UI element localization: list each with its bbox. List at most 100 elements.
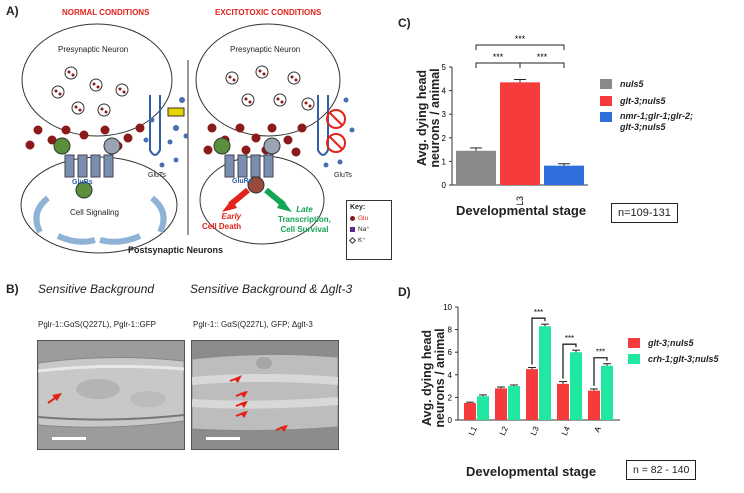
glurs-receptors-right	[213, 137, 281, 194]
cell-signaling-label: Cell Signaling	[70, 208, 119, 217]
postsynaptic-neuron-right	[199, 155, 325, 245]
chart-c-legend: nuIs5 glt-3;nuIs5 nmr-1;glr-1;glr-2; glt…	[600, 76, 693, 133]
key-title: Key:	[350, 204, 366, 211]
key-box: Key: Glu Na⁺ K⁺	[346, 200, 392, 260]
legend-swatch-blue	[600, 112, 612, 122]
chart-c-sig-bracket	[519, 62, 565, 68]
chart-c-sig-label: ***	[537, 52, 548, 62]
chart-d-sig-bracket	[562, 343, 577, 379]
chart-d-n-label: n = 82 - 140	[626, 460, 697, 480]
chart-c-sig-bracket	[475, 44, 565, 50]
postsynaptic-label: Postsynaptic Neurons	[128, 245, 224, 255]
chart-d-ytick-label: 6	[448, 348, 453, 357]
chart-c-sig-bracket	[475, 62, 521, 68]
chart-d-xtick-label: L3	[529, 425, 541, 437]
chart-c-ytick-label: 2	[442, 134, 447, 143]
chart-d-xtick-label: L1	[467, 425, 479, 437]
chart-d-bar	[557, 383, 569, 420]
legend-label-nuis5: nuIs5	[620, 78, 644, 89]
chart-d-xlabel: Developmental stage	[466, 464, 597, 479]
presynaptic-left-label: Presynaptic Neuron	[58, 45, 129, 54]
left-genotype-label: Pglr-1::GαS(Q227L), Pglr-1::GFP	[38, 320, 156, 329]
normal-conditions-title: NORMAL CONDITIONS	[62, 8, 150, 17]
gluts-right-label: GluTs	[334, 172, 352, 179]
glu-dot-icon	[350, 216, 355, 221]
chart-c-xtick-label: L3	[515, 196, 525, 205]
glurs-receptors-left	[53, 137, 121, 199]
sensitive-background-title: Sensitive Background	[38, 282, 155, 296]
red-arrow-icon	[52, 393, 62, 401]
legend-label-glt3: glt-3;nuIs5	[620, 96, 666, 106]
gluts-left-label: GluTs	[148, 172, 166, 179]
chart-d-bar	[477, 396, 489, 420]
chart-d-ytick-label: 2	[448, 393, 453, 402]
micrograph-right	[191, 340, 339, 450]
chart-d-ytick-label: 8	[448, 326, 453, 335]
legend-item-nmr1: nmr-1;glr-1;glr-2; glt-3;nuIs5	[600, 111, 693, 133]
chart-c-ytick-label: 1	[442, 157, 447, 166]
chart-d-xtick-label: L2	[498, 425, 510, 437]
legend-swatch-red-d	[628, 338, 640, 348]
red-arrows	[229, 375, 288, 432]
late-label: Late	[296, 205, 313, 214]
glutamate-cleft-left	[25, 123, 145, 151]
chart-c-n-label: n=109-131	[611, 203, 678, 223]
chart-d-sig-bracket	[593, 357, 608, 386]
chart-d-ytick-label: 10	[443, 303, 452, 312]
vesicle-contents-left	[54, 70, 126, 114]
chart-d-legend: glt-3;nuIs5 crh-1;glt-3;nuIs5	[628, 335, 719, 367]
vesicle-contents-right	[228, 69, 312, 108]
k-diamond-icon	[348, 236, 357, 244]
scale-bar	[52, 437, 86, 440]
chart-c-xlabel: Developmental stage	[456, 203, 587, 218]
gluts-right	[317, 95, 355, 168]
chart-c-bar	[500, 82, 540, 185]
key-item-na: Na⁺	[350, 225, 388, 233]
legend-label-crh1: crh-1;glt-3;nuIs5	[648, 354, 719, 364]
early-label: Early	[221, 212, 242, 221]
chart-d-bar	[570, 352, 582, 420]
legend-item-glt3-d: glt-3;nuIs5	[628, 335, 719, 351]
chart-c-bar	[456, 150, 496, 185]
sensitive-background-dglt3-title: Sensitive Background & Δglt-3	[190, 282, 353, 296]
panel-c-letter: C)	[398, 16, 411, 30]
chart-d-xtick-label: A	[592, 424, 603, 433]
legend-swatch-gray	[600, 78, 612, 89]
glurs-left-label: GluRs	[72, 179, 93, 186]
chart-c-ytick-label: 4	[442, 87, 447, 96]
transcription-label: Transcription,	[278, 215, 331, 224]
legend-label-nmr1-line1: nmr-1;glr-1;glr-2;	[620, 111, 694, 121]
chart-d-ytick-label: 0	[448, 416, 453, 425]
chart-c-sig-label: ***	[493, 52, 504, 62]
chart-d-bar	[588, 390, 600, 420]
cell-signaling-arrows	[33, 195, 167, 245]
chart-c-ytick-label: 0	[442, 181, 447, 190]
micrograph-left	[37, 340, 185, 450]
chart-d-ytick-label: 4	[448, 371, 453, 380]
chart-d-sig-label: ***	[596, 348, 605, 357]
legend-item-crh1: crh-1;glt-3;nuIs5	[628, 351, 719, 367]
chart-c-ytick-label: 3	[442, 110, 447, 119]
early-death-arrowhead	[222, 199, 237, 212]
cell-death-label: Cell Death	[202, 222, 242, 231]
na-square-icon	[350, 226, 355, 232]
panel-b-letter: B)	[6, 282, 19, 296]
early-cell-death-label: Early Cell Death	[202, 212, 241, 232]
legend-label-nmr1-line2: glt-3;nuIs5	[620, 122, 666, 132]
chart-d-bar	[601, 365, 613, 420]
chart-d-bar	[539, 326, 551, 420]
legend-item-nuis5: nuIs5	[600, 76, 693, 91]
legend-label-glt3-d: glt-3;nuIs5	[648, 338, 694, 348]
chart-c-bar	[544, 165, 584, 185]
chart-c-sig-label: ***	[515, 34, 526, 44]
key-glu-label: Glu	[358, 215, 369, 222]
vesicles-right	[225, 65, 315, 111]
chart-d-sig-label: ***	[534, 308, 543, 317]
gluts-left	[143, 95, 189, 168]
cell-survival-label: Cell Survival	[280, 225, 329, 234]
late-survival-arrowhead	[277, 199, 292, 212]
legend-swatch-green	[628, 354, 640, 364]
chart-d-sig-label: ***	[565, 334, 574, 343]
chart-d-xtick-label: L4	[560, 425, 572, 437]
